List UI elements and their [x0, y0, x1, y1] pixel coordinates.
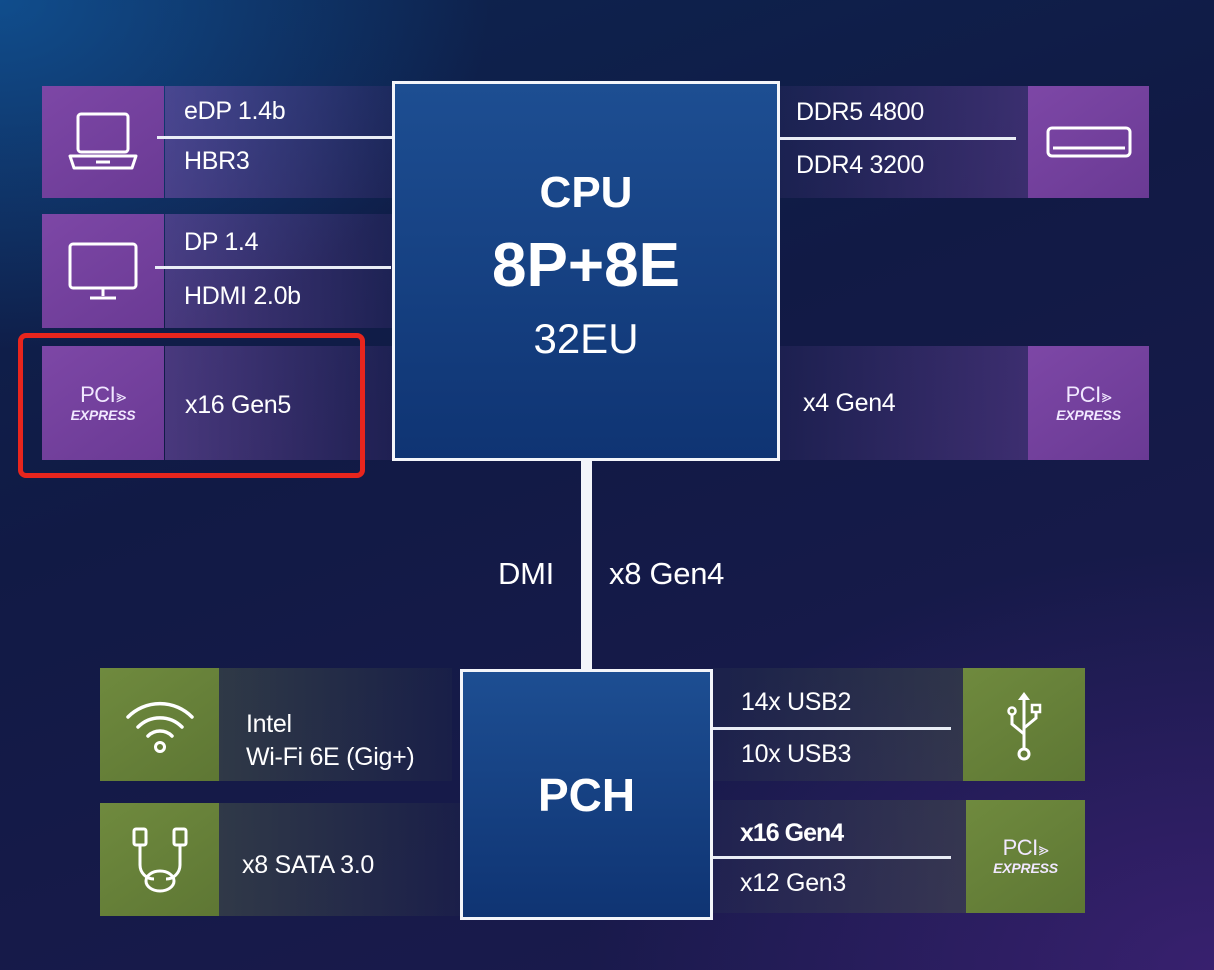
pch-chip: PCH — [460, 669, 713, 920]
edp-tile — [42, 86, 164, 198]
usb2-label: 14x USB2 — [741, 688, 852, 716]
dmi-link-line — [581, 460, 592, 670]
pch-title: PCH — [537, 768, 636, 821]
memory-band — [780, 86, 1028, 198]
usb-icon — [1007, 691, 1042, 760]
wifi-standard-label: Wi-Fi 6E (Gig+) — [246, 743, 415, 771]
pcie-gen5-tile: PCI⪢ EXPRESS — [42, 346, 164, 460]
pcie-logo-top: PCI⪢ — [80, 381, 126, 407]
wifi-band — [219, 668, 452, 781]
usb-tile — [963, 668, 1085, 781]
dmi-speed-label: x8 Gen4 — [609, 556, 725, 591]
ddr5-label: DDR5 4800 — [796, 98, 924, 126]
cpu-chip: CPU 8P+8E 32EU — [392, 81, 780, 461]
laptop-icon — [68, 112, 138, 170]
cpu-gpu: 32EU — [533, 315, 639, 362]
pcie-gen4-tile: PCI⪢ EXPRESS — [1028, 346, 1149, 460]
ddr4-label: DDR4 3200 — [796, 151, 924, 179]
cpu-cores: 8P+8E — [492, 231, 680, 300]
memory-module-icon — [1046, 126, 1131, 158]
usb-band — [713, 668, 963, 781]
wifi-vendor-label: Intel — [246, 710, 292, 738]
pcie-gen4-label: x4 Gen4 — [803, 389, 896, 417]
dp-tile — [42, 214, 164, 328]
dp-band — [165, 214, 393, 328]
pch-pcie-connector-line — [713, 856, 951, 859]
edp-band — [165, 86, 393, 198]
pcie-gen5-band — [165, 346, 393, 460]
pcie-logo-bottom: EXPRESS — [993, 860, 1058, 876]
usb-connector-line — [713, 727, 951, 730]
monitor-icon — [68, 242, 138, 300]
memory-tile — [1028, 86, 1149, 198]
dp-label: DP 1.4 — [184, 228, 259, 256]
sata-band — [219, 803, 460, 916]
pch-pcie-tile: PCI⪢ EXPRESS — [966, 800, 1085, 913]
sata-tile — [100, 803, 219, 916]
cpu-title: CPU — [539, 168, 633, 217]
hbr3-label: HBR3 — [184, 147, 250, 175]
dmi-label: DMI — [498, 556, 554, 591]
pcie-gen4-band — [780, 346, 1028, 460]
pcie-gen5-label: x16 Gen5 — [185, 391, 292, 419]
usb3-label: 10x USB3 — [741, 740, 852, 768]
memory-connector-line — [780, 137, 1016, 140]
dp-connector-line — [155, 266, 391, 269]
wifi-tile — [100, 668, 219, 781]
edp-label: eDP 1.4b — [184, 97, 286, 125]
pcie-logo-top: PCI⪢ — [1065, 381, 1112, 407]
edp-connector-line — [157, 136, 393, 139]
highlight-box — [18, 333, 365, 478]
pcie-logo-top: PCI⪢ — [1002, 835, 1049, 860]
sata-label: x8 SATA 3.0 — [242, 851, 374, 879]
pch-pcie-gen4-label: x16 Gen4 — [740, 819, 844, 847]
pcie-logo-bottom: EXPRESS — [70, 406, 136, 423]
hdmi-label: HDMI 2.0b — [184, 282, 301, 310]
sata-cable-icon — [132, 827, 187, 892]
wifi-icon — [125, 701, 194, 753]
pch-pcie-gen3-label: x12 Gen3 — [740, 869, 847, 897]
pcie-logo-bottom: EXPRESS — [1056, 406, 1121, 423]
